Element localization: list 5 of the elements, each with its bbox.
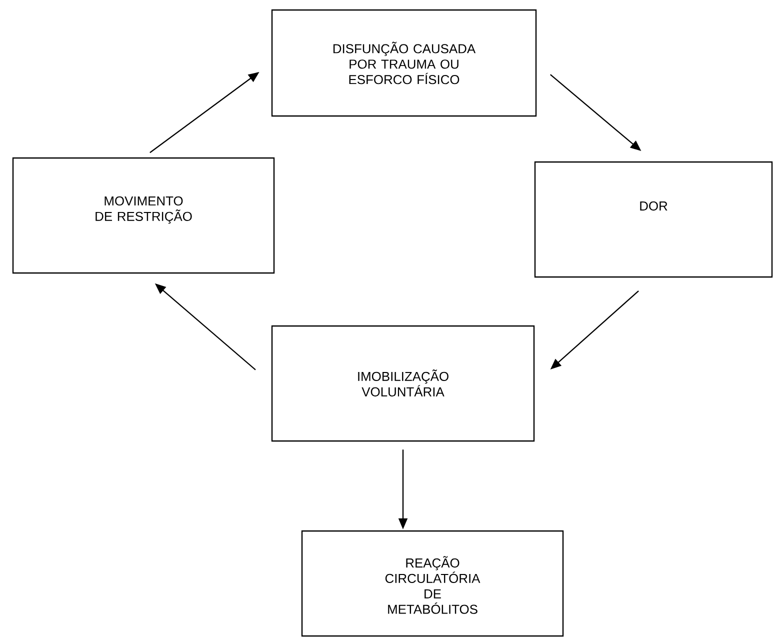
process-box: DOR — [534, 161, 773, 278]
process-box: REAÇÃO CIRCULATÓRIA DE METABÓLITOS — [301, 530, 564, 637]
process-box: DISFUNÇÃO CAUSADA POR TRAUMA OU ESFORCO FÍSICO — [271, 9, 537, 117]
process-box: IMOBILIZAÇÃO VOLUNTÁRIA — [271, 325, 535, 442]
process-box: MOVIMENTO DE RESTRIÇÃO — [12, 157, 275, 274]
